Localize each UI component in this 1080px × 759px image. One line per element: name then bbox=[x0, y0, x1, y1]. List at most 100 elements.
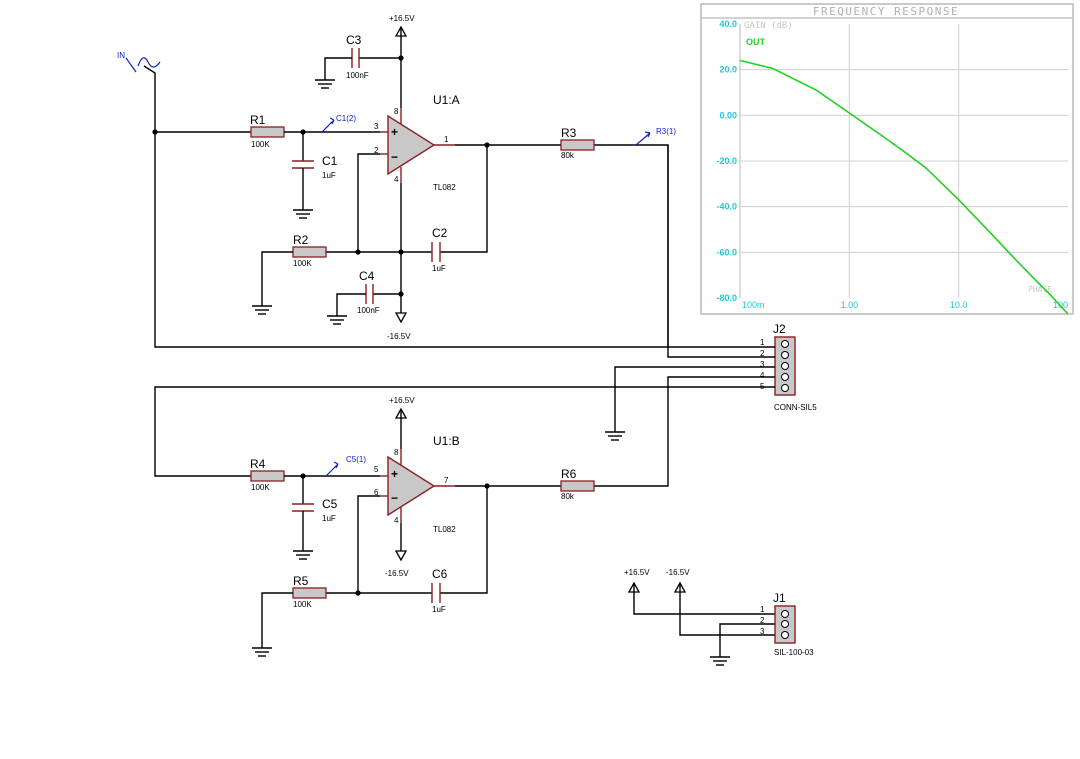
resistor-r2[interactable]: R2 100K bbox=[292, 233, 327, 268]
pin-label: 3 bbox=[760, 360, 765, 369]
j1-ref: J1 bbox=[773, 591, 786, 605]
wire bbox=[261, 592, 293, 648]
pin-label: 5 bbox=[374, 465, 379, 474]
probe-c1-label: C1(2) bbox=[336, 114, 356, 123]
power-neg-terminal: -16.5V bbox=[387, 312, 411, 341]
resistor-r5[interactable]: R5 100K bbox=[292, 574, 327, 609]
resistor-r3[interactable]: R3 80k bbox=[560, 126, 595, 160]
probe-arrow-icon bbox=[325, 461, 339, 477]
power-pos-label: +16.5V bbox=[389, 396, 415, 405]
pin-label: 3 bbox=[374, 122, 379, 131]
ground-icon bbox=[710, 656, 730, 666]
wire bbox=[440, 486, 488, 594]
capacitor-c4[interactable]: C4 100nF bbox=[336, 269, 401, 316]
probe-arrow-icon bbox=[635, 131, 651, 146]
c3-value: 100nF bbox=[346, 71, 369, 80]
series-line-out bbox=[739, 59, 1069, 315]
y-tick-label: 40.0 bbox=[719, 19, 737, 29]
frequency-response-graph[interactable]: FREQUENCY RESPONSE GAIN (dB) PHASE OUT 4… bbox=[700, 3, 1074, 315]
power-neg-label: -16.5V bbox=[666, 568, 690, 577]
opamp-u1b[interactable]: + − U1:B TL082 8 5 6 7 4 bbox=[374, 434, 460, 534]
c1-value: 1uF bbox=[322, 171, 336, 180]
ground-icon bbox=[293, 550, 313, 560]
capacitor-c1[interactable]: C1 1uF bbox=[292, 132, 338, 210]
x-tick-label: 1.00 bbox=[841, 300, 859, 310]
sine-source-icon bbox=[137, 57, 161, 68]
wire bbox=[261, 251, 293, 306]
power-pos-terminal: +16.5V bbox=[389, 396, 415, 449]
probe-arrow-icon bbox=[321, 117, 335, 133]
y-tick-label: -20.0 bbox=[716, 156, 737, 166]
c6-value: 1uF bbox=[432, 605, 446, 614]
ground-icon bbox=[605, 431, 625, 441]
filter-a: IN R1 100K C1(2) C1 1uF bbox=[117, 14, 676, 348]
power-neg-label: -16.5V bbox=[387, 332, 411, 341]
probe-r3[interactable]: R3(1) bbox=[635, 127, 676, 146]
capacitor-c6[interactable]: C6 1uF bbox=[431, 567, 448, 614]
graph-frame bbox=[700, 3, 1074, 315]
y-axis-ticks: 40.020.00.00-20.0-40.0-60.0-80.0 bbox=[716, 19, 737, 303]
graph-grid bbox=[739, 24, 1068, 298]
phase-axis-label: PHASE bbox=[1028, 285, 1052, 294]
pin-label: 6 bbox=[374, 488, 379, 497]
capacitor-c3[interactable]: C3 100nF bbox=[324, 33, 401, 80]
c2-ref: C2 bbox=[432, 226, 448, 240]
wire bbox=[614, 366, 775, 432]
u1b-part: TL082 bbox=[433, 525, 456, 534]
input-probe-icon bbox=[125, 57, 137, 73]
probe-r3-label: R3(1) bbox=[656, 127, 676, 136]
wire bbox=[593, 376, 775, 487]
connector-j1[interactable]: J1 SIL-100-03 1 2 3 bbox=[760, 591, 814, 657]
x-tick-label: 100m bbox=[742, 300, 765, 310]
j1-part: SIL-100-03 bbox=[774, 648, 814, 657]
r6-ref: R6 bbox=[561, 467, 577, 481]
u1a-ref: U1:A bbox=[433, 93, 460, 107]
r3-ref: R3 bbox=[561, 126, 577, 140]
resistor-r6[interactable]: R6 80k bbox=[560, 467, 595, 501]
power-neg-terminal: -16.5V bbox=[385, 523, 409, 578]
graph-title: FREQUENCY RESPONSE bbox=[813, 5, 959, 18]
pin-label: 4 bbox=[394, 516, 399, 525]
x-tick-label: 10.0 bbox=[950, 300, 968, 310]
power-pos-label: +16.5V bbox=[624, 568, 650, 577]
r5-ref: R5 bbox=[293, 574, 309, 588]
opamp-body bbox=[387, 455, 436, 517]
plus-symbol: + bbox=[391, 125, 398, 139]
c4-value: 100nF bbox=[357, 306, 380, 315]
trace-legend-out: OUT bbox=[746, 37, 766, 47]
u1b-ref: U1:B bbox=[433, 434, 460, 448]
capacitor-c5[interactable]: C5 1uF bbox=[292, 476, 338, 551]
probe-c5[interactable]: C5(1) bbox=[325, 455, 366, 477]
r3-value: 80k bbox=[561, 151, 575, 160]
pin-label: 4 bbox=[394, 175, 399, 184]
pin-label: 7 bbox=[444, 476, 449, 485]
input-probe[interactable]: IN bbox=[117, 51, 161, 73]
resistor-r1[interactable]: R1 100K bbox=[250, 113, 285, 149]
power-neg-terminal: -16.5V bbox=[666, 568, 775, 636]
pin-label: 8 bbox=[394, 107, 399, 116]
probe-c1[interactable]: C1(2) bbox=[321, 114, 356, 133]
c1-ref: C1 bbox=[322, 154, 338, 168]
power-arrow-icon bbox=[394, 312, 408, 324]
y-tick-label: -40.0 bbox=[716, 202, 737, 212]
power-pos-label: +16.5V bbox=[389, 14, 415, 23]
opamp-body bbox=[387, 114, 436, 176]
resistor-r4[interactable]: R4 100K bbox=[250, 457, 285, 492]
y-tick-label: -80.0 bbox=[716, 293, 737, 303]
power-neg-label: -16.5V bbox=[385, 569, 409, 578]
ground-icon bbox=[327, 315, 347, 325]
r1-ref: R1 bbox=[250, 113, 266, 127]
j2-ref: J2 bbox=[773, 322, 786, 336]
input-probe-label: IN bbox=[117, 51, 125, 60]
opamp-u1a[interactable]: + − U1:A TL082 8 3 2 1 4 bbox=[374, 93, 460, 192]
wire-input-feedback bbox=[143, 65, 669, 348]
wire bbox=[357, 153, 380, 252]
connector-j2[interactable]: J2 CONN-SIL5 1 2 3 4 5 bbox=[760, 322, 817, 412]
probe-c5-label: C5(1) bbox=[346, 455, 366, 464]
y-tick-label: 20.0 bbox=[719, 65, 737, 75]
filter-b: R4 100K C5(1) C5 1uF + − U1:B TL082 8 5 bbox=[250, 396, 595, 657]
capacitor-c2[interactable]: C2 1uF bbox=[431, 226, 448, 273]
pin-label: 8 bbox=[394, 448, 399, 457]
minus-symbol: − bbox=[391, 150, 398, 164]
c3-ref: C3 bbox=[346, 33, 362, 47]
